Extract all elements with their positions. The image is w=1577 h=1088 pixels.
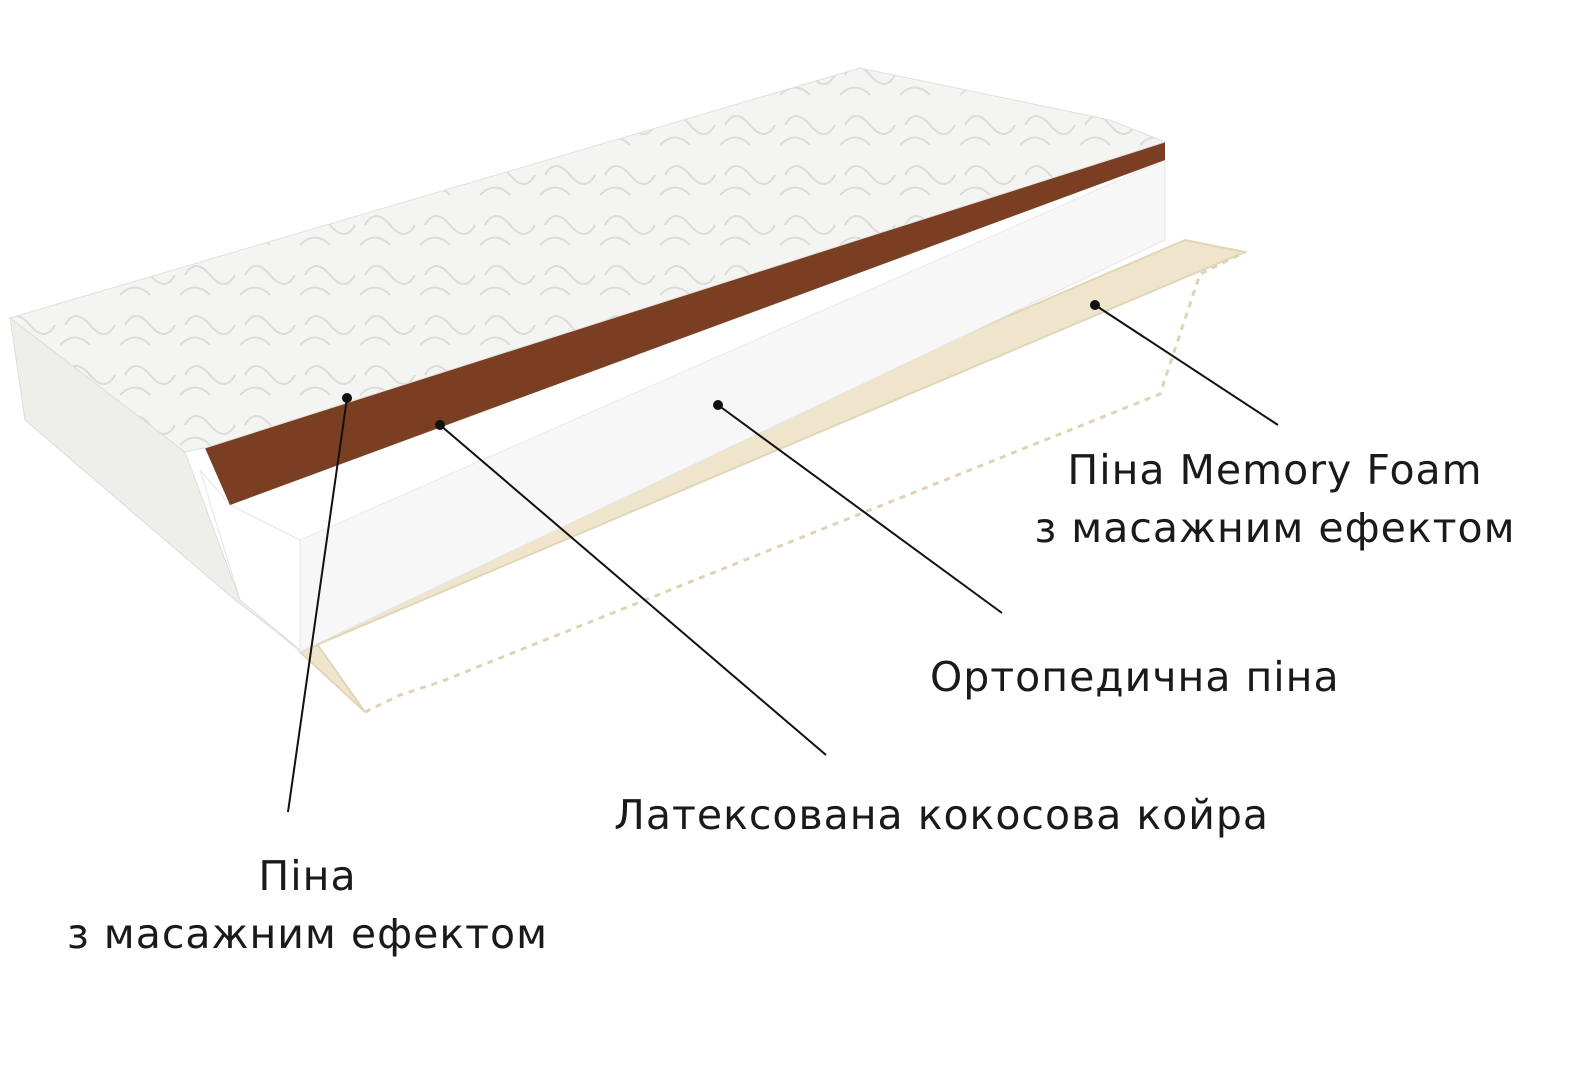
coir-layer: [205, 142, 1165, 505]
label-memory-foam: Піна Memory Foam з масажним ефектом: [1000, 441, 1550, 557]
label-massage-foam: Піна з масажним ефектом: [30, 847, 585, 963]
label-coconut-coir: Латексована кокосова койра: [614, 791, 1269, 839]
label-memory-foam-line2: з масажним ефектом: [1034, 504, 1516, 552]
quilted-cover-side: [9, 316, 301, 651]
leader-lines: [287, 304, 1279, 813]
foam-end-face: [199, 469, 301, 654]
marker-dot-orthopedic-foam: [713, 400, 723, 410]
leader-coir: [439, 424, 827, 756]
label-memory-foam-line1: Піна Memory Foam: [1067, 446, 1483, 494]
label-massage-foam-line2: з масажним ефектом: [66, 910, 549, 958]
marker-dot-coir: [435, 420, 445, 430]
leader-massage-foam: [287, 397, 348, 813]
leader-memory-foam: [1094, 304, 1279, 426]
leader-orthopedic-foam: [717, 404, 1003, 614]
latex-wave-edge: [364, 250, 1246, 714]
label-massage-foam-line1: Піна: [258, 852, 357, 900]
marker-dot-massage-foam: [342, 393, 352, 403]
marker-dot-memory-foam: [1090, 300, 1100, 310]
label-orthopedic-foam: Ортопедична піна: [930, 653, 1340, 701]
